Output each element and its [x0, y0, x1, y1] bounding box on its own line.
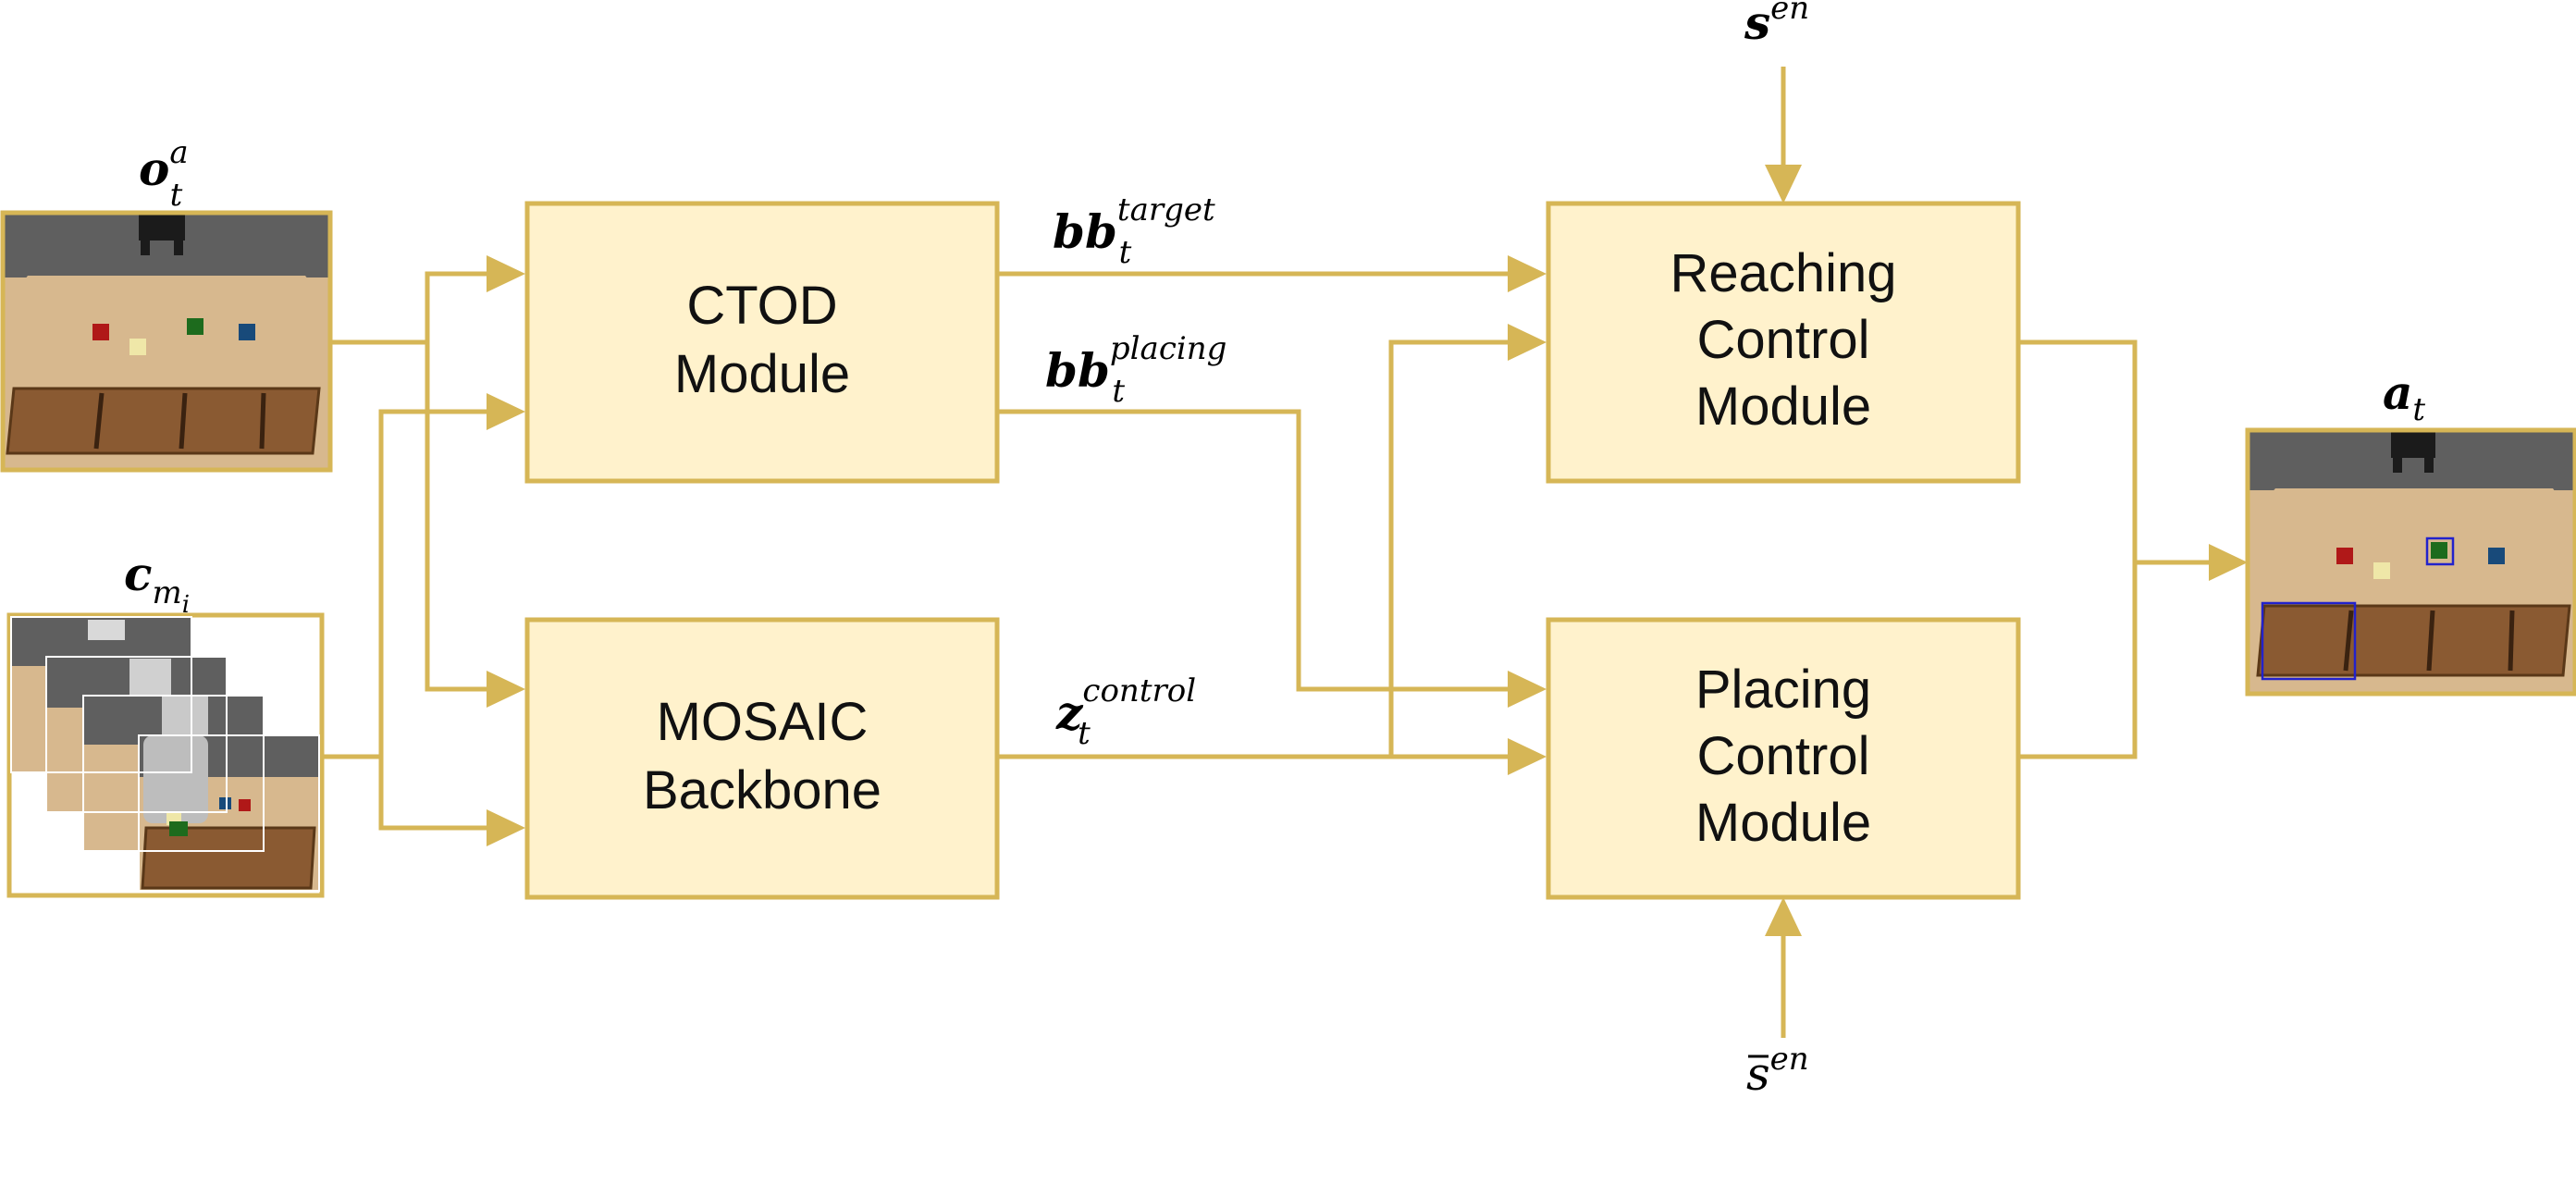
s-en-label: sen	[1744, 0, 1809, 50]
arrowhead-action	[2209, 544, 2248, 581]
arrowhead-mosaic-top	[487, 671, 525, 708]
context-frames-stack	[6, 612, 325, 898]
placing-bbox-overlay	[2261, 601, 2357, 681]
obs-connector	[330, 271, 488, 345]
svg-text:sen: sen	[1746, 1041, 1809, 1101]
action-output-image	[2249, 432, 2573, 692]
s-bar-en-label: sen	[1746, 1041, 1809, 1101]
action-output-image-frame	[2245, 427, 2576, 697]
reaching-label-line3: Module	[1695, 376, 1871, 437]
ctx-label: cmi	[124, 547, 190, 619]
placing-label-line3: Module	[1695, 793, 1871, 853]
placing-label-line1: Placing	[1695, 660, 1871, 720]
arrowhead-reaching-mid	[1508, 324, 1547, 361]
target-bbox-overlay	[2425, 536, 2455, 566]
arrowhead-placing-top	[1508, 671, 1547, 708]
arrowhead-reaching-top	[1508, 255, 1547, 292]
reaching-out-connector	[2018, 339, 2138, 759]
ctod-label-line2: Module	[674, 344, 850, 404]
mosaic-label-line1: MOSAIC	[657, 692, 869, 752]
ctx-connector	[324, 409, 488, 759]
observation-image-frame	[0, 210, 333, 473]
bb-placing-connector	[999, 409, 1517, 692]
z-control-branch-connector	[1388, 339, 1517, 757]
action-label: at	[2383, 365, 2425, 428]
mosaic-backbone-box: MOSAIC Backbone	[524, 617, 1000, 900]
arrowheads	[487, 165, 2248, 936]
arrowhead-s-en	[1765, 165, 1802, 204]
arrowhead-mosaic-bottom	[487, 809, 525, 846]
arrowhead-placing-mid	[1508, 738, 1547, 775]
context-frames-outline	[6, 612, 325, 898]
reaching-control-module-box: Reaching Control Module	[1546, 201, 2021, 484]
placing-control-module-box: Placing Control Module	[1546, 617, 2021, 900]
mosaic-label-line2: Backbone	[643, 760, 881, 820]
ctod-module-box: CTOD Module	[524, 201, 1000, 484]
reaching-label-line2: Control	[1697, 310, 1870, 370]
placing-label-line2: Control	[1697, 726, 1870, 786]
reaching-label-line1: Reaching	[1670, 243, 1896, 303]
arrowhead-ctod-top	[487, 255, 525, 292]
connectors	[324, 67, 2212, 1038]
observation-image	[5, 215, 328, 468]
arrowhead-s-bar-en	[1765, 897, 1802, 936]
arrowhead-ctod-bottom	[487, 393, 525, 430]
ctod-label-line1: CTOD	[686, 276, 837, 336]
context-frame-4	[139, 735, 319, 891]
ctx-to-mosaic-connector	[378, 757, 488, 831]
obs-to-mosaic-connector	[425, 342, 488, 692]
